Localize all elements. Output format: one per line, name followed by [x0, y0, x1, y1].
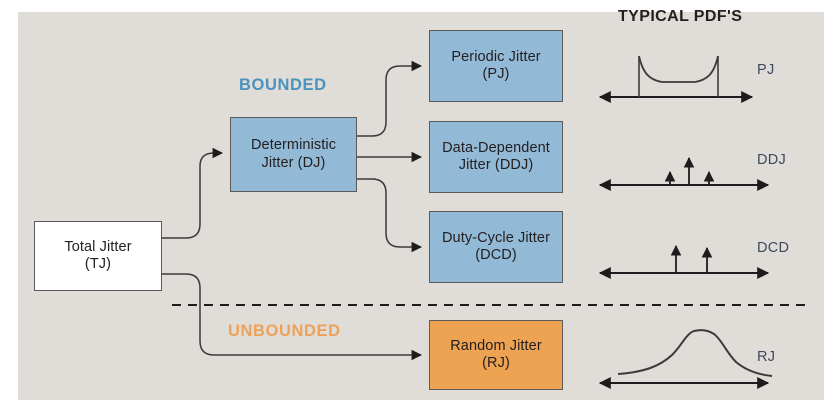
node-data-dependent-jitter[interactable]: Data-Dependent Jitter (DDJ) [429, 121, 563, 193]
connector-dj-to-dcd [357, 178, 423, 253]
node-duty-cycle-jitter-line2: (DCD) [475, 247, 517, 263]
heading-typical-pdfs: TYPICAL PDF'S [618, 8, 743, 25]
pdf-plot-rj [598, 329, 773, 389]
node-random-jitter[interactable]: Random Jitter (RJ) [429, 320, 563, 390]
node-duty-cycle-jitter[interactable]: Duty-Cycle Jitter (DCD) [429, 211, 563, 283]
node-deterministic-jitter[interactable]: Deterministic Jitter (DJ) [230, 117, 357, 192]
connector-tj-to-dj [162, 147, 224, 239]
node-data-dependent-jitter-line1: Data-Dependent [442, 139, 550, 156]
node-periodic-jitter-line2: (PJ) [482, 66, 510, 82]
node-total-jitter-line1: Total Jitter [64, 238, 132, 255]
pdf-tag-pj: PJ [757, 62, 775, 78]
node-total-jitter-line2: (TJ) [84, 256, 112, 272]
connector-dj-to-pj [357, 60, 423, 137]
node-periodic-jitter[interactable]: Periodic Jitter (PJ) [429, 30, 563, 102]
pdf-plot-pj [598, 55, 754, 103]
pdf-plot-ddj [598, 156, 770, 191]
pdf-tag-dcd: DCD [757, 240, 790, 256]
pdf-tag-ddj: DDJ [757, 152, 787, 168]
label-unbounded: UNBOUNDED [228, 322, 341, 340]
node-deterministic-jitter-line2: Jitter (DJ) [261, 154, 326, 171]
node-total-jitter[interactable]: Total Jitter (TJ) [34, 221, 162, 291]
diagram-panel [18, 12, 824, 400]
node-random-jitter-line1: Random Jitter [450, 337, 542, 354]
pdf-plot-dcd [598, 244, 770, 279]
node-deterministic-jitter-line1: Deterministic [250, 137, 337, 154]
node-data-dependent-jitter-line2: Jitter (DDJ) [458, 157, 534, 173]
node-random-jitter-line2: (RJ) [482, 355, 510, 371]
pdf-tag-rj: RJ [757, 349, 776, 365]
label-bounded: BOUNDED [239, 76, 327, 94]
node-duty-cycle-jitter-line1: Duty-Cycle Jitter [441, 229, 551, 246]
connector-tj-to-rj [162, 273, 423, 361]
node-periodic-jitter-line1: Periodic Jitter [451, 48, 541, 65]
